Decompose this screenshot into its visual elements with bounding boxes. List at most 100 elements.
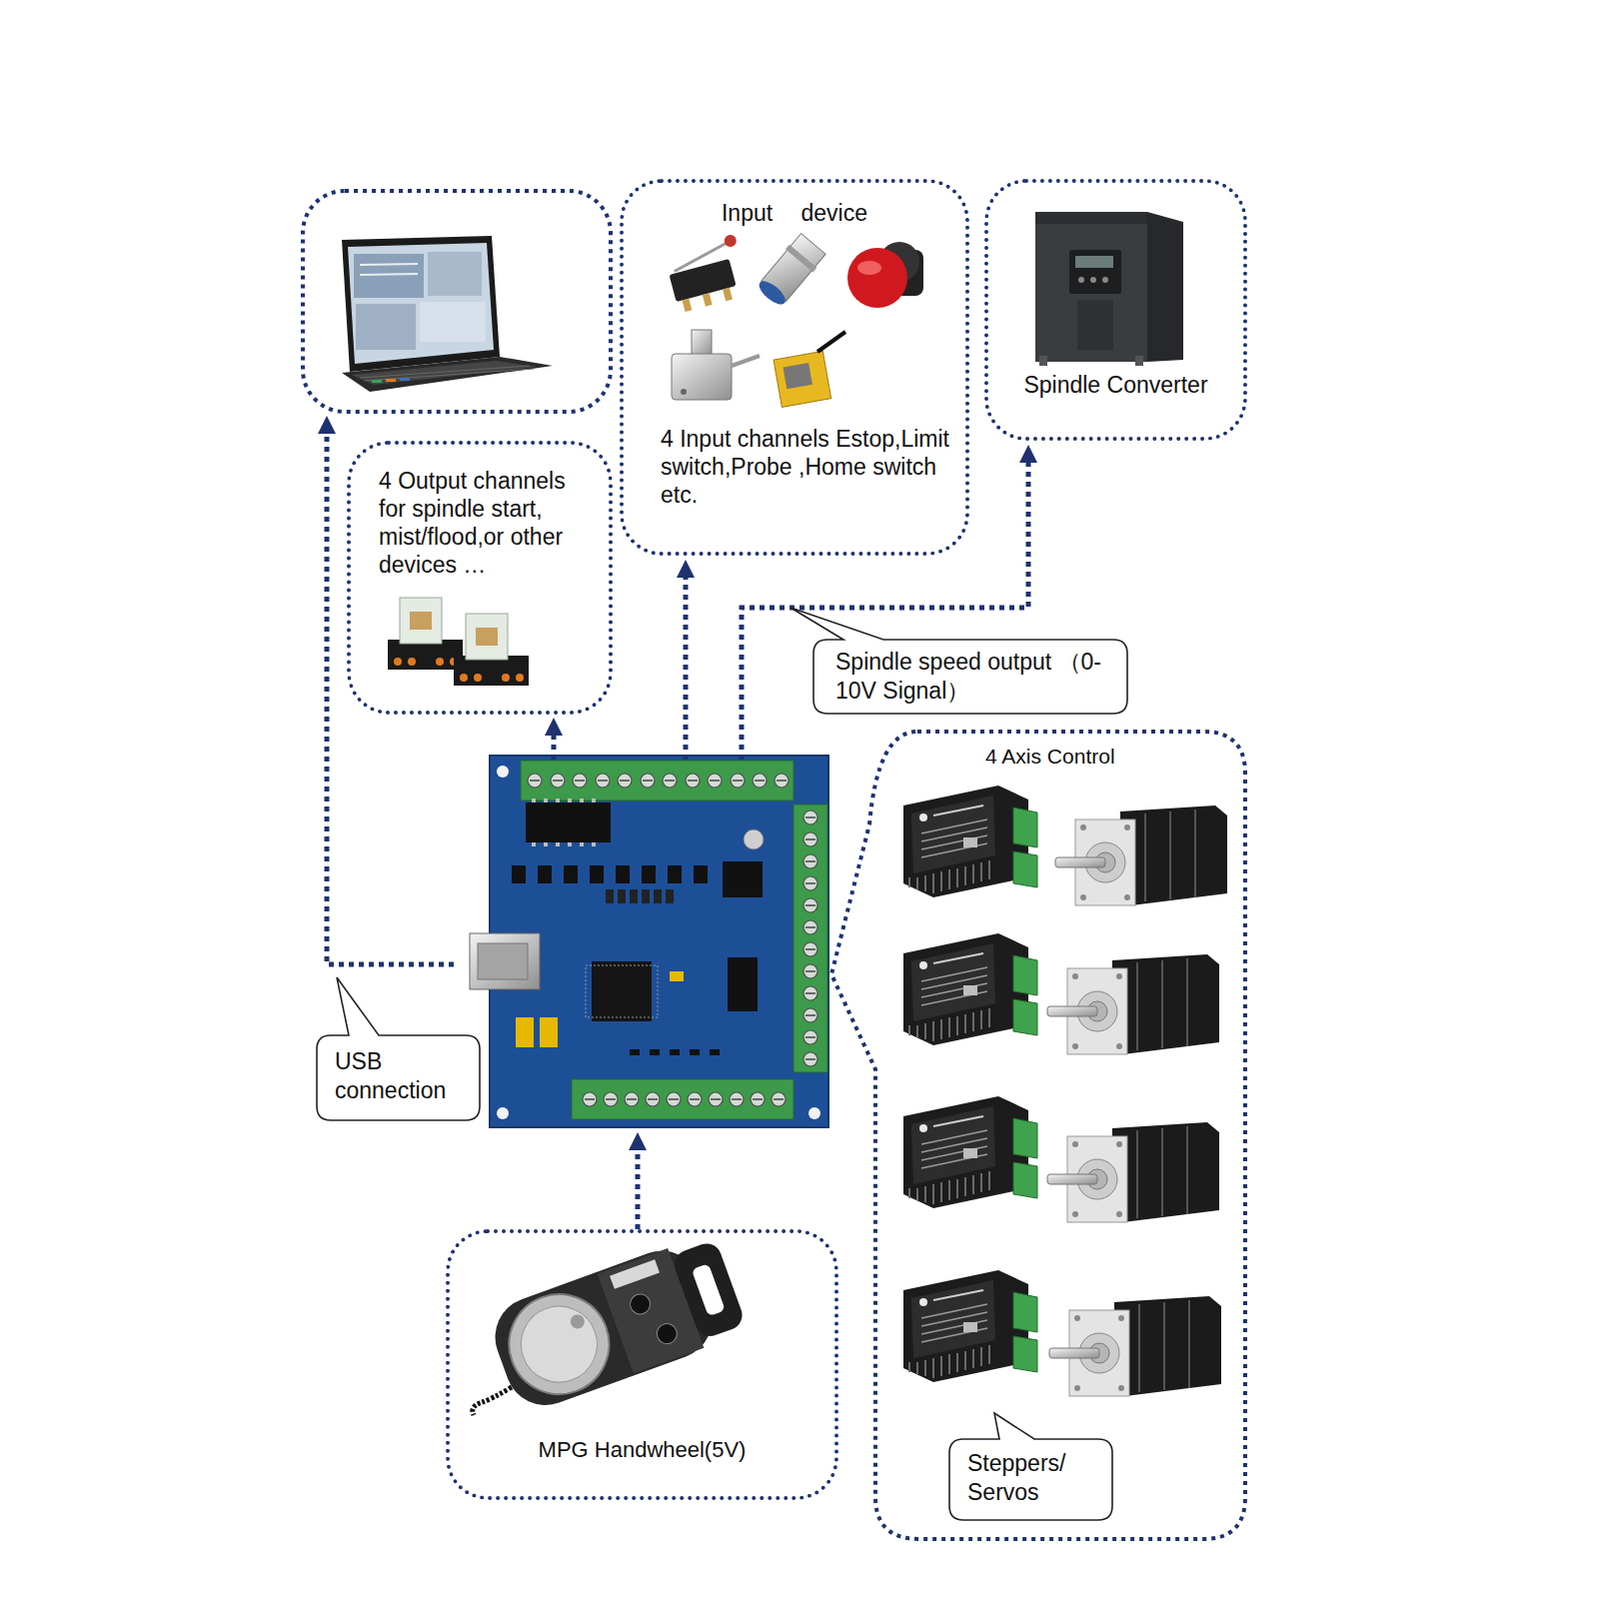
controller-board [803,964,818,979]
node-label: 4 Input channels Estop,Limit switch,Prob… [660,424,951,509]
controller-board [589,865,604,884]
controller-board [525,802,611,843]
callout-shape [316,977,480,1121]
controller-board [653,889,662,904]
limit-switch [671,353,732,400]
controller-board [555,842,560,847]
spindle-converter [1090,276,1097,283]
controller-board [624,1092,639,1107]
controller-board [511,865,708,884]
spindle-converter [1075,255,1114,268]
relay [515,673,524,682]
signal-arrow [544,717,563,736]
controller-board [496,1107,509,1120]
spindle-converter [1039,355,1048,366]
laptop [341,235,500,372]
controller-board [527,773,542,788]
controller-board [567,798,572,803]
relay [387,597,463,670]
mpg-handwheel [483,1230,750,1417]
dotted-group-box [302,190,611,412]
controller-board [666,1092,681,1107]
controller-board [685,773,700,788]
laptop [419,301,486,342]
controller-board [629,889,638,904]
controller-board [645,1092,660,1107]
controller-board [539,1017,558,1048]
dotted-group-box: Spindle Converter [984,178,1248,441]
laptop [399,377,410,381]
signal-arrow [551,735,557,760]
laptop [353,253,424,298]
controller-board [693,865,708,884]
illustration [903,1270,1038,1383]
relay [435,657,444,666]
relay [393,657,402,666]
micro-switch [663,233,752,314]
controller-board [665,889,674,904]
controller-board [803,920,818,935]
spindle-converter [1147,211,1184,362]
controller-board [669,971,684,982]
relay [453,613,529,686]
controller-board [531,798,536,803]
mpg-handwheel [609,1259,660,1290]
laptop [427,251,482,296]
mpg-handwheel [654,1321,681,1348]
controller-board [537,865,552,884]
controller-board [803,832,818,847]
micro-switch [722,233,738,249]
controller-board [640,773,655,788]
controller-board [550,773,565,788]
inductive-sensor [773,350,832,407]
controller-board [667,865,682,884]
speech-callout: USB connection [316,1035,480,1121]
controller-board [803,1052,818,1067]
controller-board [605,889,674,904]
text-holder: Spindle Converter [988,370,1244,400]
controller-board [708,1092,723,1107]
spindle-converter [1035,211,1148,362]
controller-board [803,810,818,825]
text-holder: Input device [623,198,966,228]
dotted-group-box: 4 Output channels for spindle start, mis… [346,440,613,715]
mpg-handwheel [691,1263,726,1317]
controller-board [709,1049,720,1056]
controller-board [793,804,828,1073]
callout-shape [949,1413,1113,1521]
mpg-handwheel [627,1291,654,1318]
controller-board [803,942,818,957]
controller-board [808,1107,821,1120]
micro-switch [670,242,731,272]
relay [473,673,482,682]
inductive-sensor [773,350,832,407]
relay [501,673,510,682]
proximity-sensor [755,276,790,308]
spindle-converter [1078,276,1085,283]
controller-board [617,773,632,788]
controller-board [511,865,526,884]
signal-arrow [741,462,1029,760]
text-holder: Spindle speed output （0-10V Signal） [835,647,1116,706]
inductive-sensor [817,331,846,352]
controller-board [662,773,677,788]
text-holder: MPG Handwheel(5V) [449,1436,835,1465]
laptop [355,303,416,350]
illustration [903,785,1038,898]
controller-board [603,1092,618,1107]
axis-outline [831,731,1246,1540]
controller-board [567,842,572,847]
controller-board [803,1030,818,1045]
spindle-converter [1135,355,1144,366]
controller-board [582,1092,597,1107]
relay [399,597,442,644]
signal-arrow [683,577,689,760]
node-label: 4 Output channels for spindle start, mis… [378,466,584,579]
limit-switch [691,329,712,356]
controller-board [730,773,745,788]
controller-board [591,798,596,803]
controller-board [727,957,758,1012]
laptop [341,235,553,392]
emergency-stop [847,247,908,308]
emergency-stop [847,241,924,308]
